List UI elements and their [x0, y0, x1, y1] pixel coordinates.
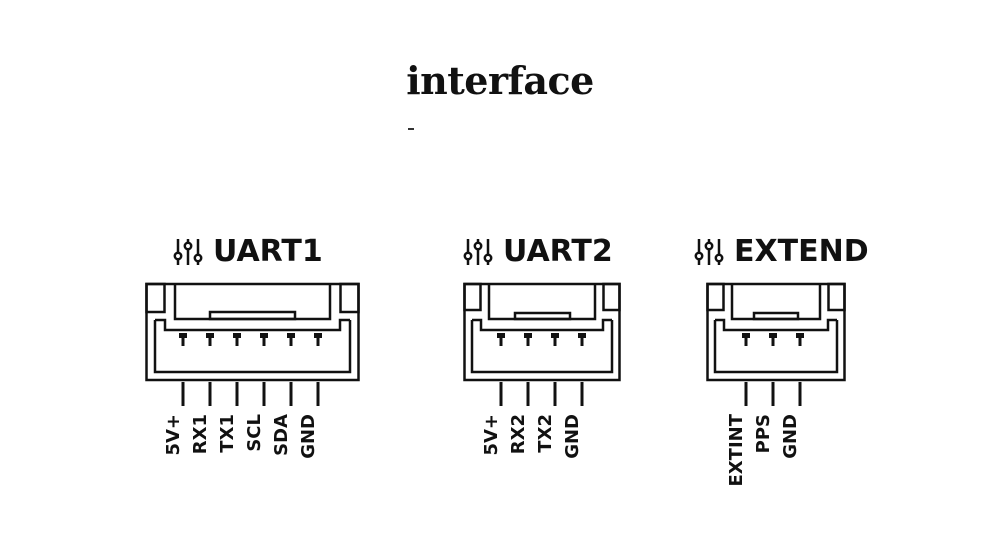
pin-label: RX1 [190, 414, 211, 455]
pin-3-mark [260, 333, 268, 406]
connector-name: EXTEND [734, 234, 869, 269]
pin-0-mark [179, 333, 187, 406]
pin-label: SDA [271, 414, 292, 456]
sliders-icon [694, 238, 724, 265]
pin-3-mark [578, 333, 586, 406]
pin-label: GND [562, 414, 583, 459]
pin-2-mark [233, 333, 241, 406]
page-title: interface [406, 58, 594, 103]
pin-label: 5V+ [481, 414, 502, 456]
pin-label: GND [780, 414, 801, 459]
pin-0-mark [742, 333, 750, 406]
pin-1-mark [524, 333, 532, 406]
pin-label: TX2 [535, 414, 556, 453]
sliders-icon [463, 238, 493, 265]
pin-label: EXTINT [726, 414, 747, 487]
decorative-dash [408, 128, 414, 130]
connector-name: UART2 [503, 234, 613, 269]
connector-title: UART2 [463, 234, 613, 269]
sliders-icon [173, 238, 203, 265]
pin-label: PPS [753, 414, 774, 454]
pin-label: GND [298, 414, 319, 459]
pin-1-mark [769, 333, 777, 406]
pin-2-mark [796, 333, 804, 406]
connector-housing [706, 282, 846, 382]
pin-2-mark [551, 333, 559, 406]
pin-0-mark [497, 333, 505, 406]
pin-label: SCL [244, 414, 265, 452]
pin-label: TX1 [217, 414, 238, 453]
connector-housing [145, 282, 360, 382]
pin-label: 5V+ [163, 414, 184, 456]
connector-title: UART1 [173, 234, 323, 269]
connector-title: EXTEND [694, 234, 869, 269]
connector-housing [463, 282, 621, 382]
pin-label: RX2 [508, 414, 529, 455]
pin-4-mark [287, 333, 295, 406]
pin-5-mark [314, 333, 322, 406]
pin-1-mark [206, 333, 214, 406]
connector-name: UART1 [213, 234, 323, 269]
